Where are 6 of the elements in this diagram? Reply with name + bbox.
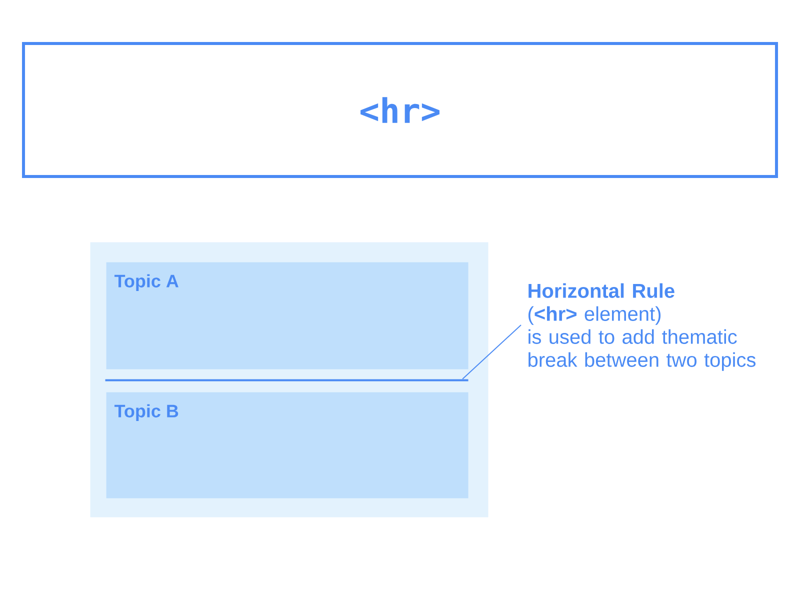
tag-box: <hr> [22, 42, 778, 178]
topic-box: Topic B [106, 392, 468, 498]
horizontal-rule [105, 379, 468, 382]
topic-box: Topic A [106, 262, 468, 370]
leader-line [462, 324, 522, 380]
callout-text: Horizontal Rule (<hr> element) is used to add thematic break between two topics [528, 283, 756, 371]
